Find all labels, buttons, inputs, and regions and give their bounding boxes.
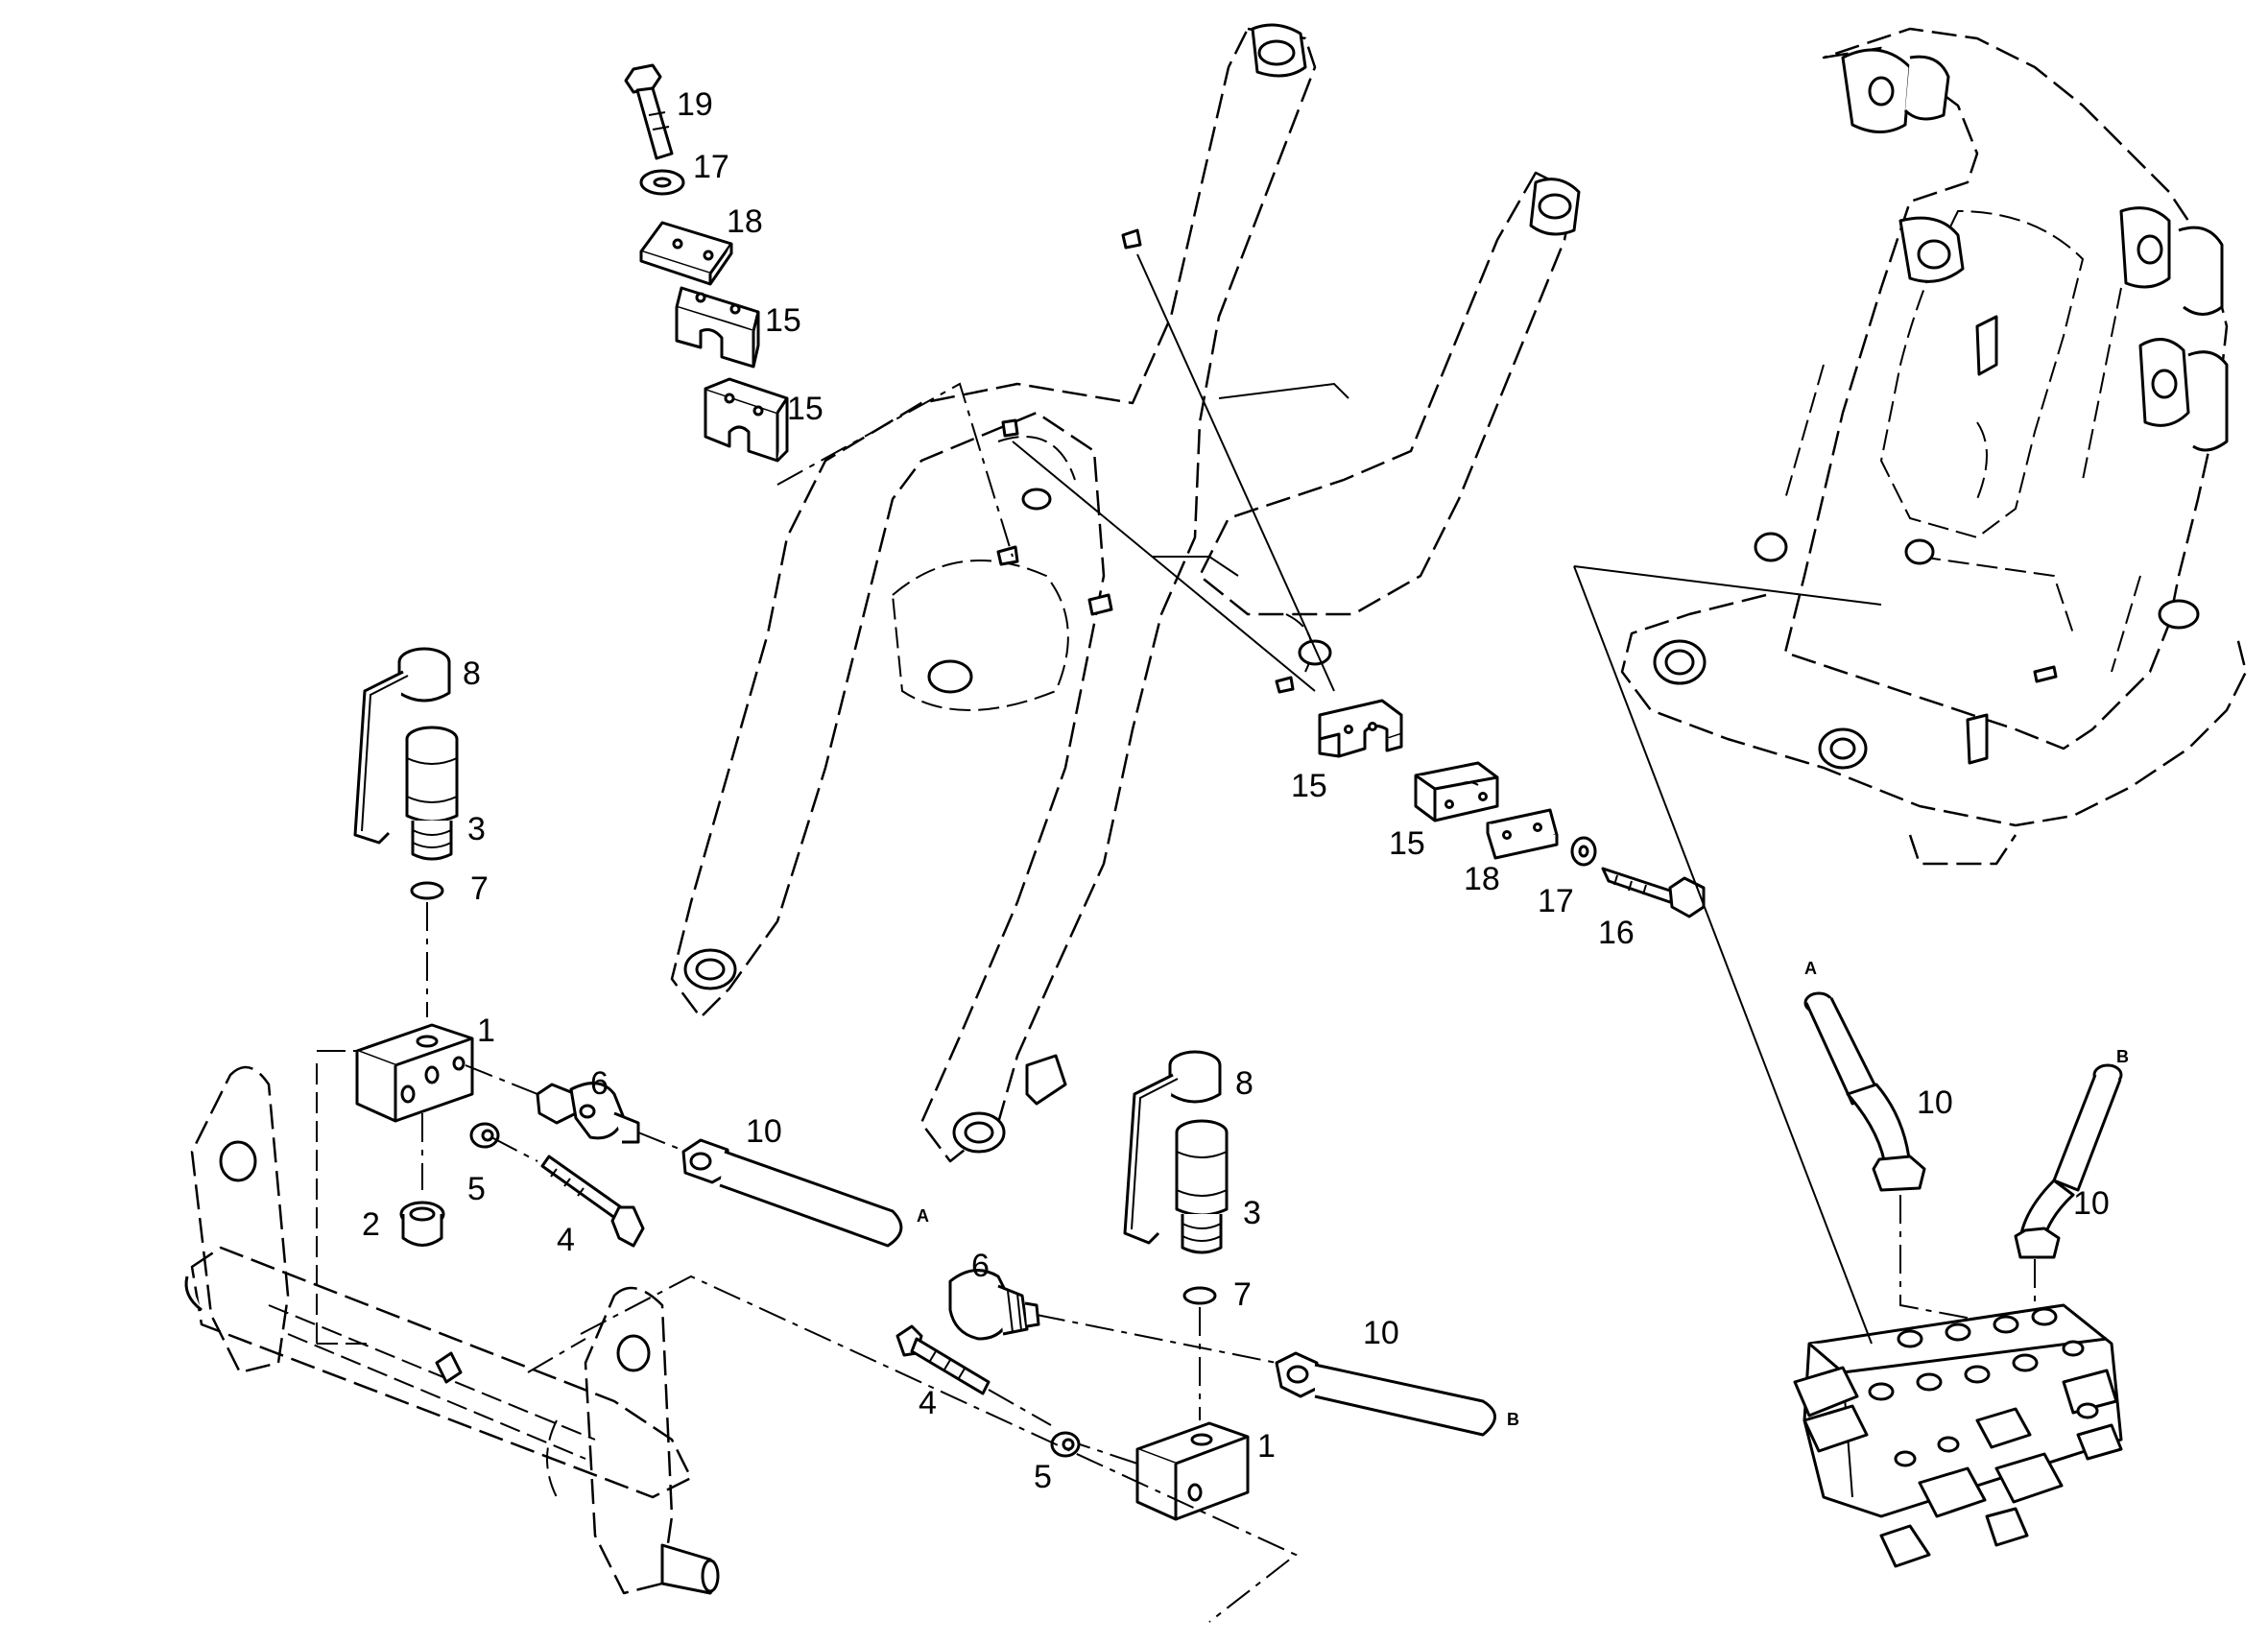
label-18-top: 18 <box>727 203 763 240</box>
label-6-left: 6 <box>590 1065 609 1102</box>
clamp-15-lower <box>704 377 789 463</box>
control-valve-body <box>1793 1303 2123 1568</box>
hose-10-mid <box>1275 1351 1496 1437</box>
label-5-left: 5 <box>467 1171 486 1207</box>
part-labels: 19 17 18 15 15 8 3 7 1 6 10 5 2 4 15 15 … <box>362 86 2129 1495</box>
clamp-15-right-a <box>1318 699 1403 758</box>
label-15-b: 15 <box>787 391 824 427</box>
coupler-3-mid <box>1175 1119 1229 1254</box>
label-1-left: 1 <box>477 1013 495 1049</box>
label-7-mid: 7 <box>1233 1276 1252 1313</box>
port-label-a-right: A <box>1804 959 1817 978</box>
control-valve-assembly <box>1793 991 2123 1568</box>
label-15-c: 15 <box>1291 768 1327 804</box>
hose-10-right-b <box>2014 1063 2123 1259</box>
label-15-a: 15 <box>765 302 801 339</box>
hose-10-left <box>681 1138 903 1248</box>
screw-4-left <box>540 1155 645 1248</box>
clamp-15-upper <box>675 286 760 369</box>
oring-7-mid <box>1182 1286 1217 1305</box>
washer-5-left <box>469 1122 500 1149</box>
pivot-shaft-ghost <box>184 1056 720 1595</box>
label-6-mid: 6 <box>971 1248 990 1284</box>
label-1-mid: 1 <box>1257 1428 1276 1465</box>
washer-17-top <box>639 169 685 196</box>
middle-coupler-assembly <box>895 1050 1496 1521</box>
plate-18-top <box>639 221 733 286</box>
washer-5-mid <box>1050 1431 1081 1458</box>
label-16: 16 <box>1598 915 1635 951</box>
bolt-19 <box>624 63 674 160</box>
loader-frame-ghost <box>1620 27 2248 866</box>
dust-cap-8-left <box>353 647 451 845</box>
loader-arm-ghost <box>670 23 1581 1163</box>
clamp-15-right-b <box>1414 761 1499 822</box>
label-8-left: 8 <box>463 655 481 692</box>
port-label-a-left: A <box>917 1206 929 1226</box>
label-10-right-b: 10 <box>2073 1185 2110 1222</box>
label-10-right-a: 10 <box>1917 1084 1953 1121</box>
adapter-6-left <box>536 1082 640 1144</box>
label-19: 19 <box>677 86 713 123</box>
label-5-mid: 5 <box>1034 1459 1052 1495</box>
plug-2 <box>399 1201 445 1247</box>
top-clamp-stack <box>624 63 789 463</box>
label-7-left: 7 <box>470 870 489 907</box>
label-10-left: 10 <box>746 1113 782 1150</box>
right-clamp-stack <box>1318 699 1706 918</box>
coupler-3-left <box>405 726 459 861</box>
label-2: 2 <box>362 1206 380 1243</box>
label-18-right: 18 <box>1464 861 1500 897</box>
label-15-d: 15 <box>1389 825 1425 862</box>
port-label-b-mid: B <box>1507 1410 1519 1429</box>
leader-lines <box>527 253 1882 1623</box>
left-coupler-assembly <box>317 647 903 1248</box>
label-4-left: 4 <box>557 1222 575 1258</box>
block-1-mid <box>1135 1421 1250 1521</box>
block-1-left <box>355 1023 474 1123</box>
port-label-b-right: B <box>2116 1047 2129 1066</box>
plate-18-right <box>1486 808 1559 860</box>
label-4-mid: 4 <box>919 1385 937 1421</box>
dust-cap-8-mid <box>1123 1050 1222 1245</box>
label-17-right: 17 <box>1538 883 1574 919</box>
label-10-mid: 10 <box>1363 1315 1399 1351</box>
washer-17-right <box>1570 836 1597 867</box>
screw-4-mid <box>895 1324 991 1395</box>
hose-10-right-a <box>1803 991 1926 1192</box>
label-3-mid: 3 <box>1243 1195 1261 1231</box>
label-8-mid: 8 <box>1235 1065 1253 1102</box>
label-3-left: 3 <box>467 811 486 847</box>
label-17-top: 17 <box>693 149 729 185</box>
adapter-6-mid <box>948 1269 1040 1341</box>
bolt-16 <box>1601 867 1706 918</box>
oring-7-left <box>410 881 444 900</box>
